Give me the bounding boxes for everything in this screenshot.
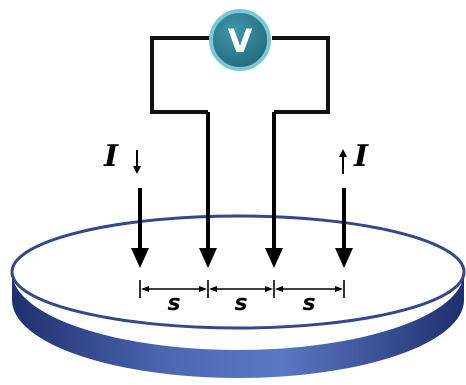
voltmeter-symbol: V (228, 22, 253, 60)
current-in-indicator: I (103, 139, 141, 174)
voltmeter-circle (209, 9, 271, 71)
current-out-arrow-icon (339, 149, 347, 157)
spacing-arrow-3 (275, 286, 343, 292)
disk-top (10, 214, 466, 330)
voltmeter: V (209, 9, 271, 71)
current-in-arrow-icon (133, 166, 141, 174)
spacing-label-2: s (234, 291, 247, 316)
current-out-label: I (353, 139, 369, 174)
probe-4 (335, 188, 353, 268)
voltmeter-circuit (150, 36, 330, 114)
disk-side (12, 272, 464, 378)
sample-disk (10, 214, 466, 378)
probe-3 (265, 112, 283, 268)
spacing-markers (139, 280, 345, 298)
spacing-arrow-1 (141, 286, 207, 292)
probe-1 (131, 188, 149, 268)
left-voltage-wire (150, 36, 212, 114)
current-in-label: I (103, 139, 119, 174)
probe-2 (199, 112, 217, 268)
probes (131, 112, 353, 268)
spacing-arrow-2 (209, 286, 273, 292)
current-out-indicator: I (339, 139, 369, 174)
right-voltage-wire (272, 36, 330, 114)
spacing-label-3: s (302, 291, 315, 316)
spacing-label-1: s (167, 291, 180, 316)
